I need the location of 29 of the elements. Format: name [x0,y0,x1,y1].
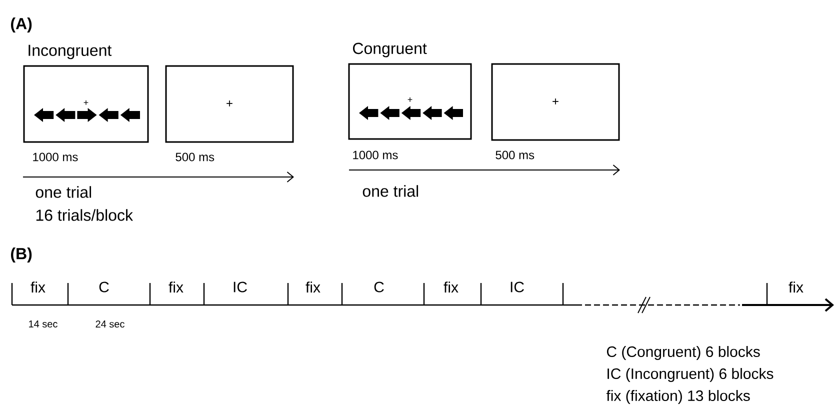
panel-label: (A) [11,18,32,32]
block-label: fix [30,282,46,292]
block-label: IC [510,282,524,292]
block-label: C [374,282,384,292]
note-text: C (Congruent) 6 blocks [606,346,760,360]
duration-label: 1000 ms [353,150,398,160]
fixation-cross: + [84,100,88,105]
duration-label: 1000 ms [33,152,78,162]
fixation-cross: + [408,97,412,102]
duration-label: 24 sec [96,320,124,328]
block-label: fix [306,282,320,292]
trial-label: 16 trials/block [36,209,133,221]
block-label: fix [168,282,184,292]
block-label: fix [788,282,804,292]
screen-heading: Congruent [353,42,427,58]
block-label: fix [444,282,458,292]
screen-box: + [491,63,620,141]
trial-label: one trial [362,185,418,197]
trial-label: one trial [36,186,92,198]
note-text: fix (fixation) 13 blocks [606,390,750,404]
duration-label: 500 ms [496,150,534,160]
note-text: IC (Incongruent) 6 blocks [608,368,774,382]
duration-label: 500 ms [176,152,214,162]
panel-label: (B) [11,248,32,262]
duration-label: 14 sec [29,320,58,328]
screen-box: + [165,65,294,143]
block-label: IC [234,282,247,292]
block-label: C [99,282,109,292]
screen-heading: Incongruent [28,44,112,60]
